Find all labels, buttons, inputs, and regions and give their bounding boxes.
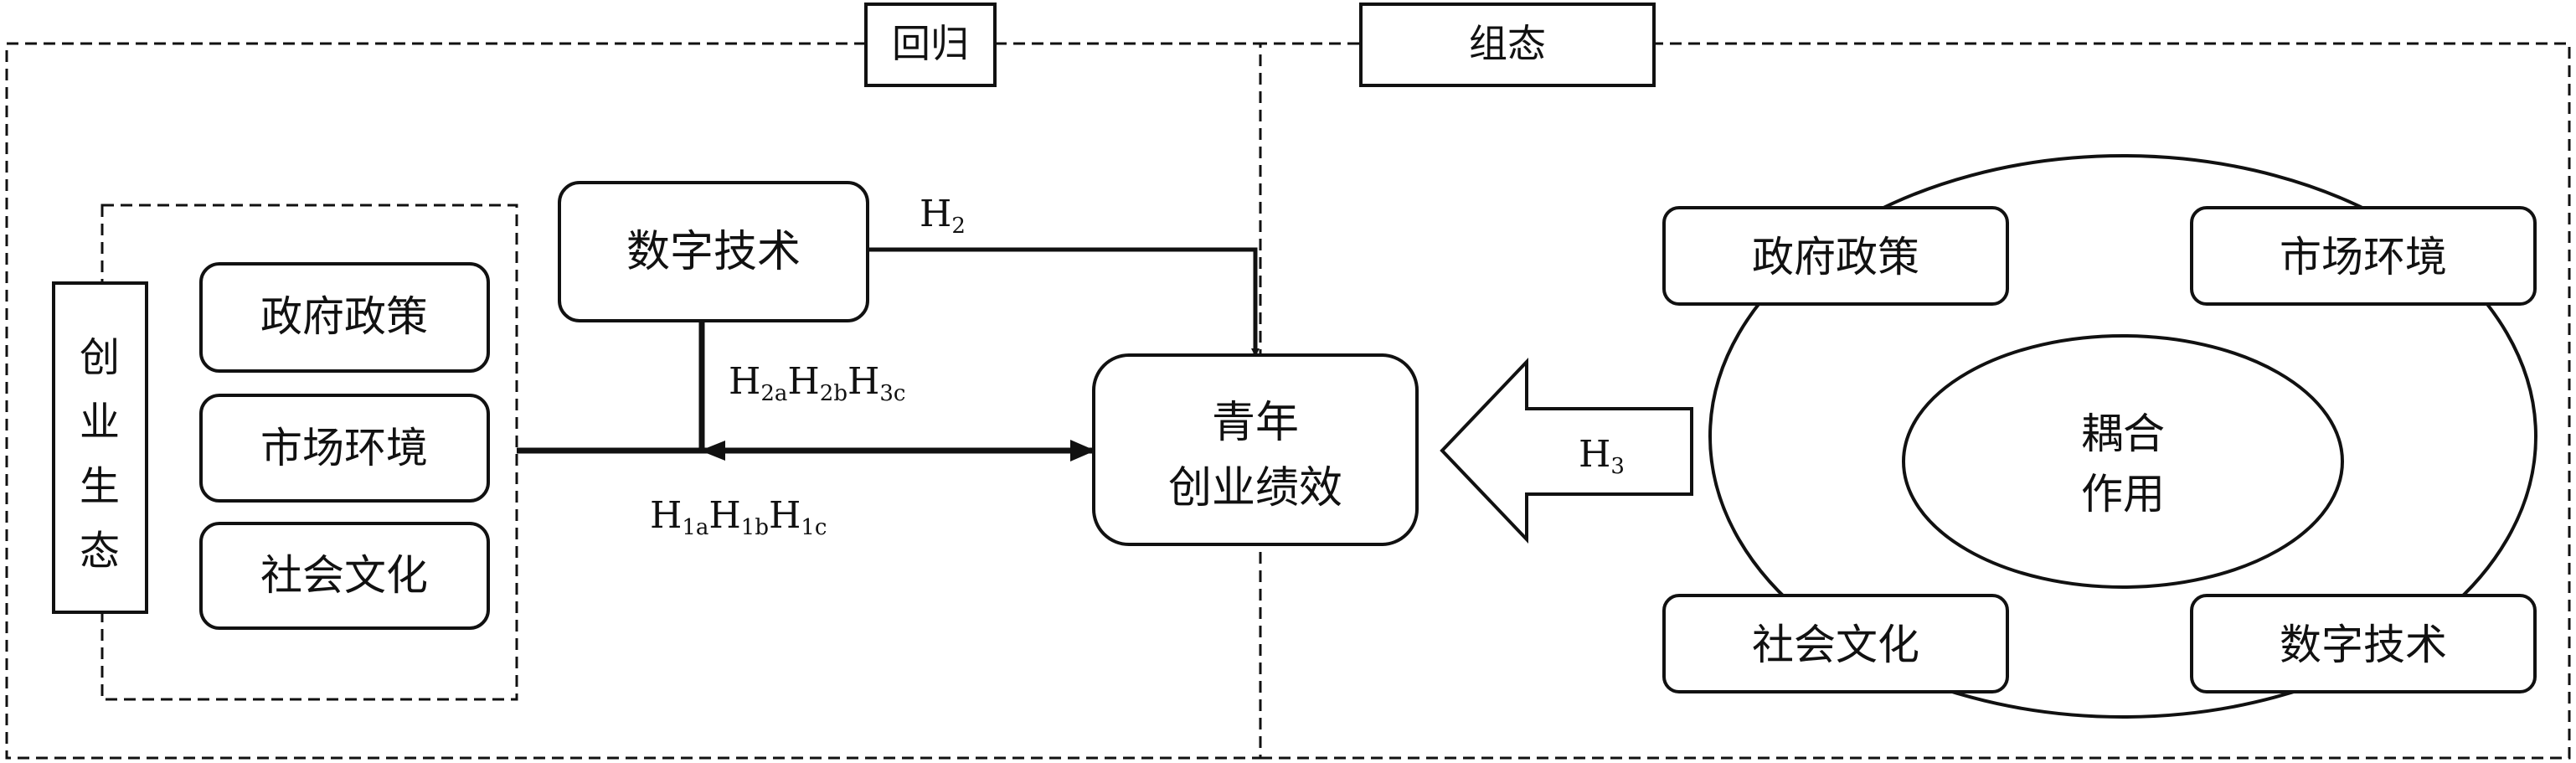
config-label: 政府政策 (1752, 233, 1919, 281)
factor-government-policy: 政府政策 (199, 262, 490, 373)
regression-section-label: 回归 (864, 3, 997, 87)
hypothesis-h3: H3 (1579, 433, 1625, 479)
outcome-line2: 创业绩效 (1168, 463, 1342, 513)
factor-label: 社会文化 (260, 551, 428, 600)
h1b-sub: 1b (741, 515, 769, 540)
h3-sub: 3 (1610, 454, 1625, 479)
factor-social-culture: 社会文化 (199, 522, 490, 630)
h1a-base: H (650, 494, 682, 537)
h3c-sub: 3c (879, 381, 905, 406)
inner-coupling-ellipse (1902, 334, 2344, 589)
h3c-base: H (848, 360, 879, 403)
config-label: 市场环境 (2280, 233, 2447, 281)
ecosystem-char-1: 创 (80, 334, 120, 381)
config-government-policy: 政府政策 (1662, 206, 2009, 306)
factor-label: 市场环境 (260, 424, 428, 472)
digital-tech-box: 数字技术 (558, 181, 869, 322)
h2-base: H (920, 193, 951, 235)
factor-label: 政府政策 (260, 292, 428, 341)
h2b-sub: 2b (820, 381, 848, 406)
coupling-line1: 耦合 (2081, 410, 2165, 458)
h2-sub: 2 (951, 214, 966, 239)
configuration-label-text: 组态 (1469, 21, 1546, 66)
ecosystem-box: 创 业 生 态 (52, 281, 148, 614)
config-market-environment: 市场环境 (2190, 206, 2537, 306)
ecosystem-char-2: 业 (80, 399, 120, 446)
h1b-base: H (708, 494, 740, 537)
h2a-sub: 2a (760, 381, 787, 406)
config-digital-tech: 数字技术 (2190, 594, 2537, 693)
hypothesis-h1-group: H1aH1bH1c (650, 494, 827, 540)
factor-market-environment: 市场环境 (199, 394, 490, 503)
ecosystem-char-3: 生 (80, 463, 120, 510)
configuration-section-label: 组态 (1359, 3, 1656, 87)
configuration-arrow: H3 (1440, 358, 1693, 544)
config-label: 数字技术 (2280, 621, 2447, 669)
h1c-base: H (769, 494, 801, 537)
hypothesis-h2: H2 (920, 193, 966, 239)
regression-frame (5, 42, 1262, 760)
h2b-base: H (787, 360, 819, 403)
config-social-culture: 社会文化 (1662, 594, 2009, 693)
direct-effect-arrow (868, 247, 1260, 357)
h1a-sub: 1a (682, 515, 708, 540)
regression-label-text: 回归 (892, 21, 969, 66)
hypothesis-h2-group: H2aH2bH3c (729, 360, 905, 406)
coupling-line2: 作用 (2081, 470, 2165, 518)
outcome-box: 青年 创业绩效 (1092, 353, 1419, 546)
h3-base: H (1579, 433, 1610, 476)
h2a-base: H (729, 360, 760, 403)
h1c-sub: 1c (801, 515, 827, 540)
ecosystem-char-4: 态 (80, 528, 120, 575)
outcome-line1: 青年 (1212, 398, 1299, 448)
config-label: 社会文化 (1752, 621, 1919, 669)
digital-tech-label: 数字技术 (626, 227, 801, 277)
